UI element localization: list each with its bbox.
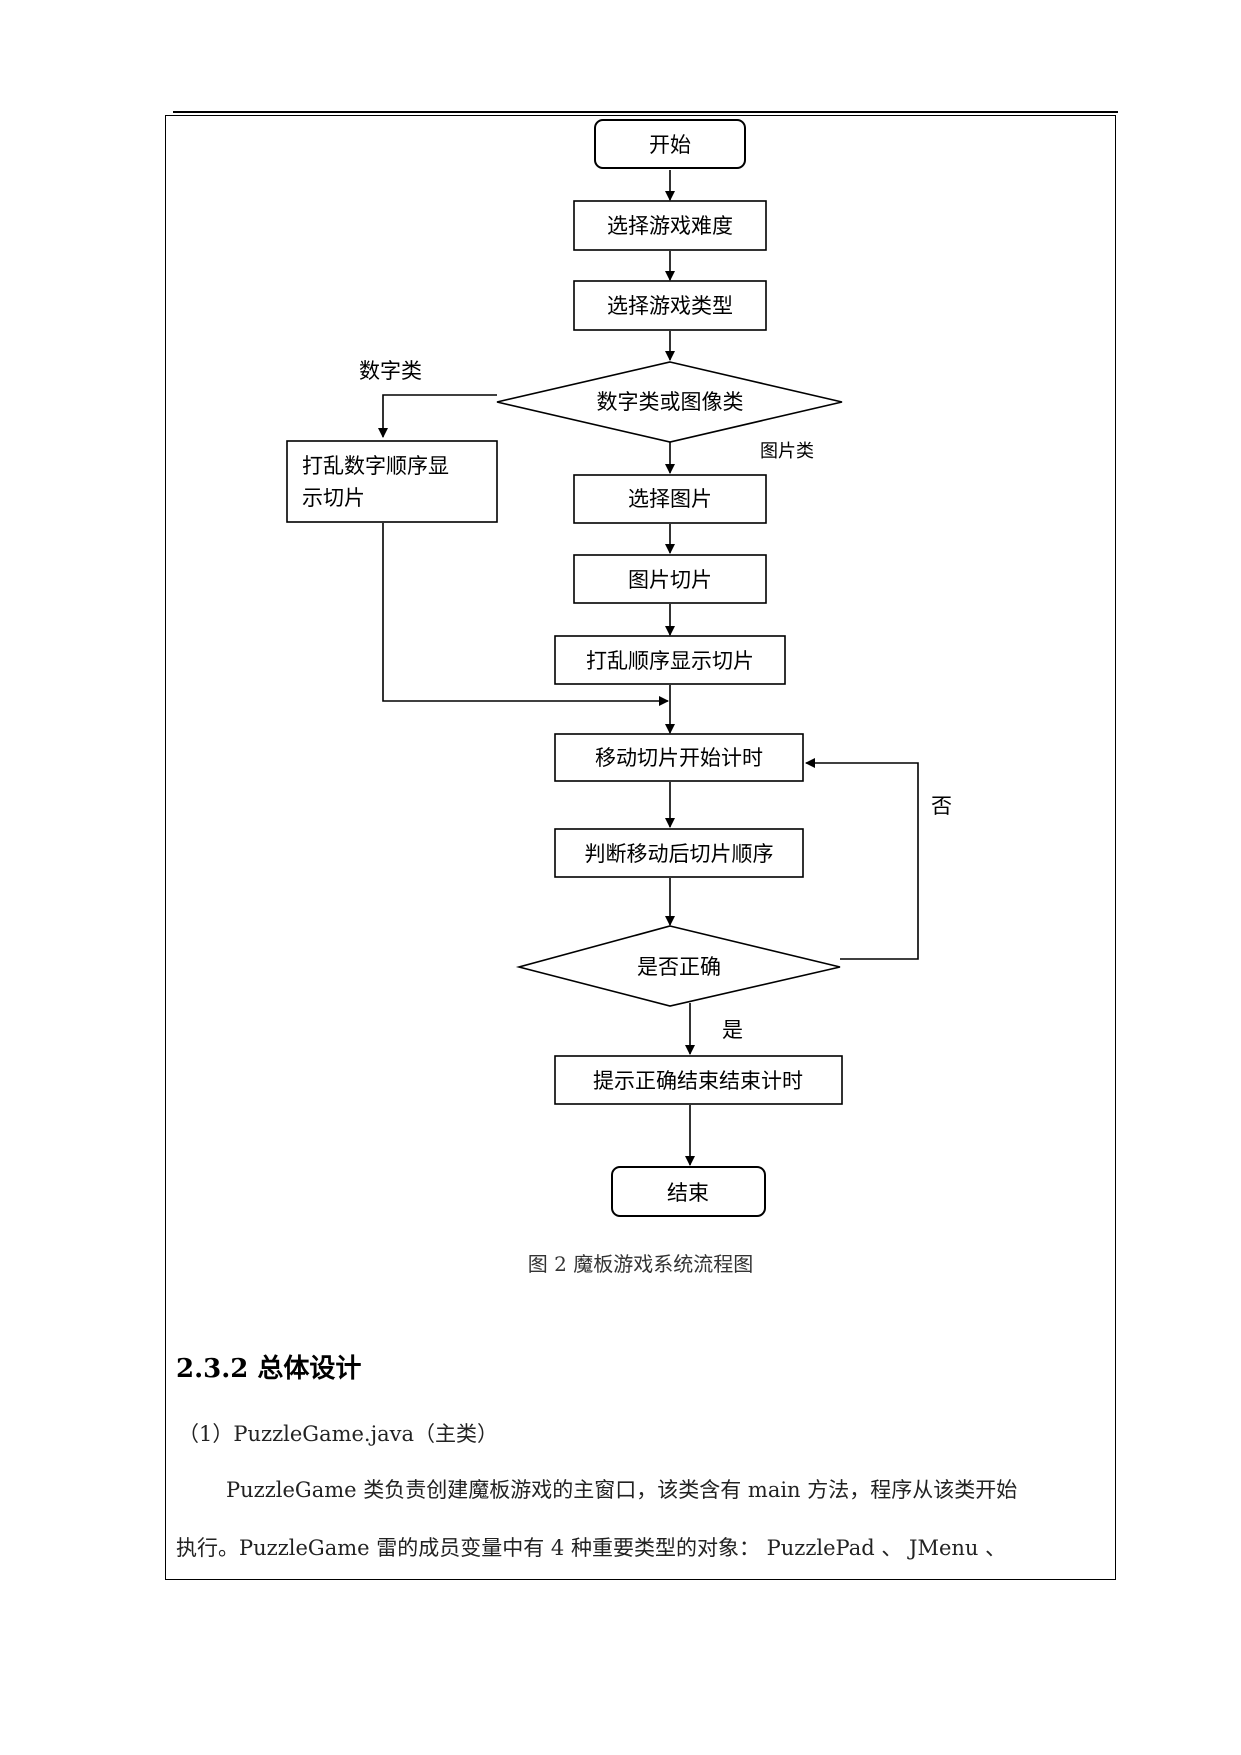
branch-number-label: 数字类 bbox=[359, 359, 422, 383]
move-start-timer-box bbox=[554, 733, 804, 782]
yes-label: 是 bbox=[722, 1018, 743, 1042]
end-label: 结束 bbox=[667, 1181, 709, 1205]
image-slice-box bbox=[573, 554, 767, 604]
shuffle-numbers-label-line1: 打乱数字顺序显 bbox=[302, 454, 449, 478]
arrow-no-loop bbox=[805, 758, 919, 960]
shuffle-numbers-label-line2: 示切片 bbox=[302, 486, 365, 510]
judge-order-box bbox=[554, 828, 804, 878]
paragraph-line-1: PuzzleGame 类负责创建魔板游戏的主窗口，该类含有 main 方法，程序… bbox=[226, 1478, 1018, 1502]
no-label: 否 bbox=[931, 794, 952, 818]
select-difficulty-label: 选择游戏难度 bbox=[607, 214, 733, 238]
figure-caption: 图 2 魔板游戏系统流程图 bbox=[527, 1252, 754, 1276]
section-title: 2.3.2 总体设计 bbox=[176, 1354, 362, 1384]
judge-order-label: 判断移动后切片顺序 bbox=[585, 842, 774, 866]
shuffle-numbers-box bbox=[286, 440, 498, 523]
shuffle-display-label: 打乱顺序显示切片 bbox=[586, 649, 754, 673]
type-decision-label: 数字类或图像类 bbox=[597, 390, 744, 414]
branch-image-label: 图片类 bbox=[760, 441, 814, 462]
correct-decision-label: 是否正确 bbox=[637, 955, 721, 979]
select-difficulty-box bbox=[573, 200, 767, 251]
end-node bbox=[611, 1166, 766, 1217]
section-subtitle: （1）PuzzleGame.java（主类） bbox=[178, 1422, 499, 1446]
start-label: 开始 bbox=[649, 133, 691, 157]
move-start-timer-label: 移动切片开始计时 bbox=[595, 746, 763, 770]
type-decision-diamond bbox=[496, 361, 843, 443]
paragraph-line-2: 执行。PuzzleGame 雷的成员变量中有 4 种重要类型的对象： Puzzl… bbox=[176, 1536, 1007, 1560]
arrow-number-branch-to-merge bbox=[382, 523, 669, 706]
select-type-label: 选择游戏类型 bbox=[607, 294, 733, 318]
shuffle-display-box bbox=[554, 635, 786, 685]
image-slice-label: 图片切片 bbox=[628, 568, 712, 592]
correct-decision-diamond bbox=[515, 925, 841, 1007]
select-image-label: 选择图片 bbox=[628, 487, 712, 511]
prompt-end-label: 提示正确结束结束计时 bbox=[593, 1069, 803, 1093]
header-rule bbox=[173, 111, 1118, 113]
select-image-box bbox=[573, 474, 767, 524]
page-frame bbox=[165, 115, 1116, 1580]
select-type-box bbox=[573, 280, 767, 331]
prompt-end-box bbox=[554, 1055, 843, 1105]
arrow-decision-to-number-branch bbox=[378, 394, 497, 438]
start-node bbox=[594, 119, 746, 169]
